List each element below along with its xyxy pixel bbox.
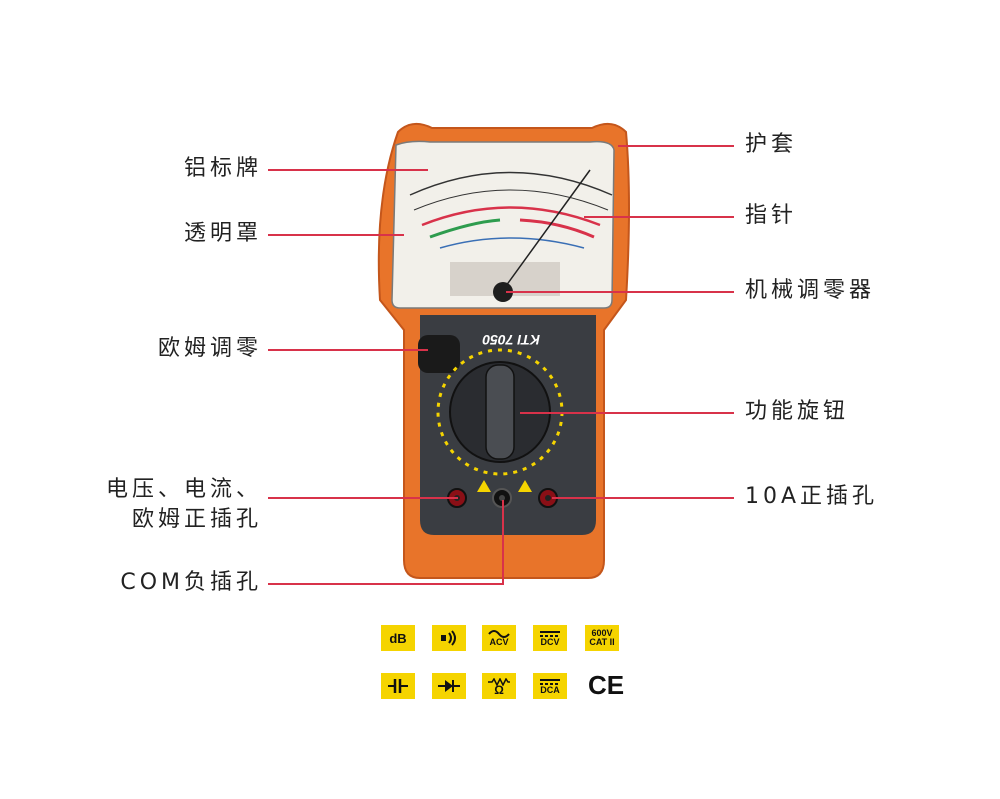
label-voltage-current-ohm-jack: 电压、电流、 欧姆正插孔	[90, 475, 262, 535]
leader-aluminum-plate	[268, 169, 428, 171]
label-voltage-current-ohm-jack-line1: 电压、电流、	[105, 477, 262, 502]
leader-holster	[618, 145, 734, 147]
dcv-icon-text: DCV	[540, 636, 560, 647]
label-aluminum-plate: 铝标牌	[183, 156, 262, 181]
resistance-icon: Ω	[482, 673, 516, 699]
resistor-zigzag-icon	[488, 677, 510, 686]
label-com-jack: COM负插孔	[120, 570, 262, 595]
label-voltage-current-ohm-jack-line2: 欧姆正插孔	[131, 507, 262, 532]
leader-com-jack-h	[268, 583, 504, 585]
buzzer-icon	[432, 625, 466, 651]
label-10a-jack: 10A正插孔	[745, 484, 879, 509]
leader-10a-jack	[552, 497, 734, 499]
cat-rating-line1: 600V	[591, 628, 613, 638]
dcv-icon: DCV	[533, 625, 567, 651]
cat-rating-line2: CAT II	[589, 637, 615, 647]
ac-wave-icon	[488, 629, 510, 638]
leader-function-knob	[520, 412, 734, 414]
brand-model-label: KTI 7050	[482, 332, 540, 348]
label-mechanical-zero-adjuster: 机械调零器	[745, 278, 876, 303]
leader-mechanical-zero	[506, 291, 734, 293]
leader-com-jack-v	[502, 500, 504, 585]
pointer-needle	[502, 169, 591, 291]
acv-icon: ACV	[482, 625, 516, 651]
dc-line-icon	[540, 630, 560, 637]
label-transparent-cover: 透明罩	[183, 221, 262, 246]
acv-icon-text: ACV	[489, 636, 509, 647]
db-icon-text: dB	[389, 630, 407, 646]
resistance-icon-text: Ω	[494, 682, 504, 697]
cat-rating-icon: 600V CAT II	[585, 625, 619, 651]
dca-line-icon	[540, 678, 560, 685]
mechanical-zero-knob	[493, 282, 513, 302]
capacitor-icon-glyph	[388, 679, 408, 693]
label-ohm-zero-adjust: 欧姆调零	[157, 336, 262, 361]
capacitor-icon	[381, 673, 415, 699]
diode-icon-glyph	[438, 680, 460, 692]
label-function-knob: 功能旋钮	[745, 399, 850, 424]
leader-transparent-cover	[268, 234, 404, 236]
leader-pointer	[584, 216, 734, 218]
ce-mark: CE	[588, 670, 625, 700]
leader-ohm-zero-adjust	[268, 349, 428, 351]
leader-v-ohm-jack	[268, 497, 458, 499]
diode-icon	[432, 673, 466, 699]
ohm-adjust-knob	[418, 335, 460, 373]
dca-icon-text: DCA	[540, 684, 560, 695]
dca-icon: DCA	[533, 673, 567, 699]
db-icon: dB	[381, 625, 415, 651]
label-pointer: 指针	[745, 203, 798, 228]
label-holster: 护套	[745, 132, 798, 157]
buzzer-icon-glyph	[441, 630, 456, 646]
function-knob-grip	[485, 364, 515, 460]
